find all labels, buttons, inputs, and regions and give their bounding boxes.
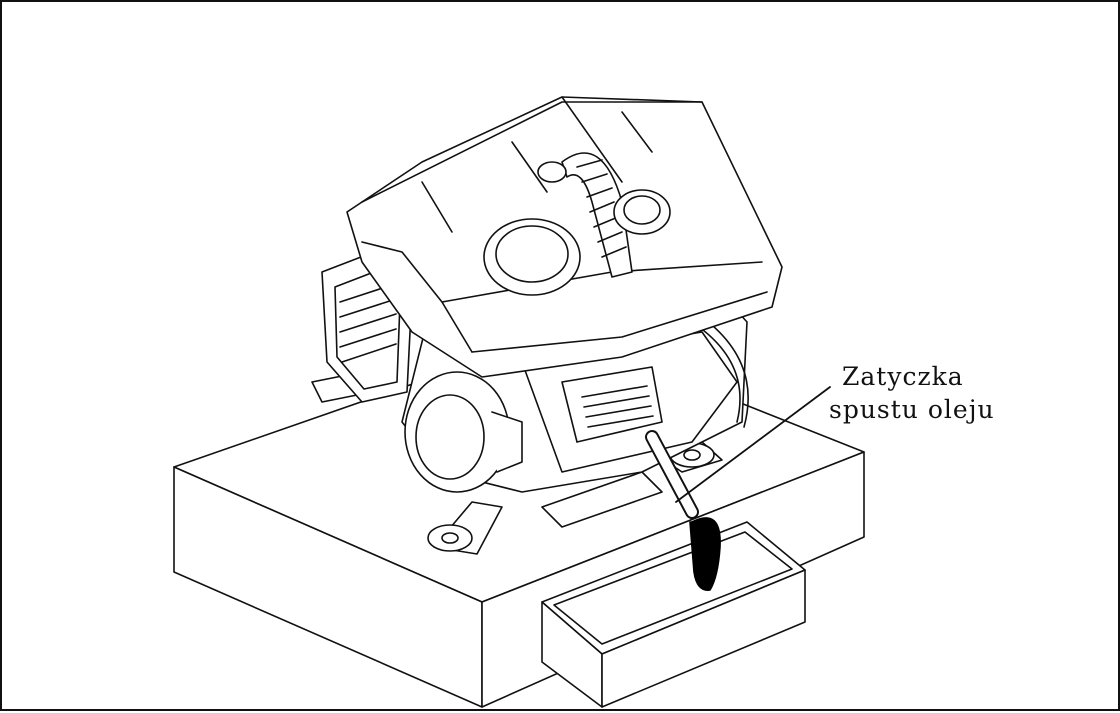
- callout-label-line1: Zatyczka: [842, 362, 964, 391]
- callout-leader-line: [675, 386, 831, 503]
- callout-label-line2: spustu oleju: [829, 395, 995, 424]
- fuel-cap-and-handle: [483, 152, 671, 296]
- engine-feet: [311, 371, 723, 555]
- flywheel-starter: [404, 371, 523, 493]
- oil-drain-tray: [541, 521, 806, 708]
- oil-drain-stream: [645, 430, 721, 591]
